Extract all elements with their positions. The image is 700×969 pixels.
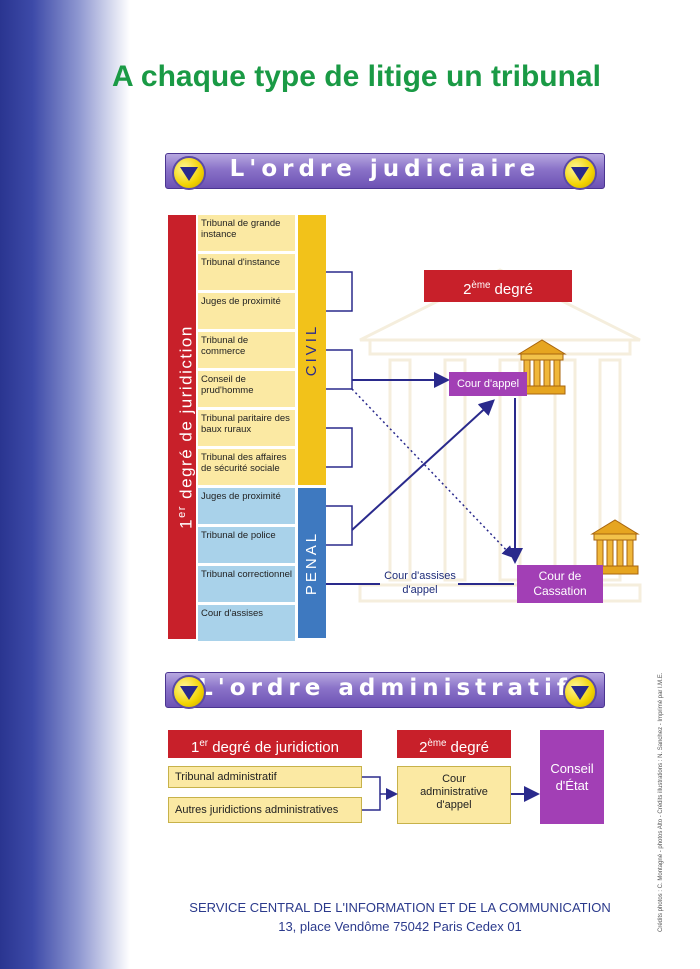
cour-cassation-box: Cour de Cassation — [517, 565, 603, 603]
court-cell-civil: Tribunal d'instance — [198, 254, 295, 290]
court-cell-penal: Tribunal correctionnel — [198, 566, 295, 602]
first-degree-bar — [168, 215, 196, 639]
down-arrow-icon — [172, 675, 206, 709]
court-cell-civil: Tribunal paritaire des baux ruraux — [198, 410, 295, 446]
page-title: A chaque type de litige un tribunal — [112, 60, 601, 93]
cour-appel-box: Cour d'appel — [449, 372, 527, 396]
courthouse-icon — [517, 339, 567, 395]
down-arrow-icon — [563, 675, 597, 709]
admin-second-degree-box: 2ème degré — [397, 730, 511, 758]
judiciaire-banner: L'ordre judiciaire — [165, 153, 605, 189]
court-cell-civil: Tribunal de commerce — [198, 332, 295, 368]
court-cell-civil: Juges de proximité — [198, 293, 295, 329]
photo-credits: Crédits photos : C. Montagné - photos Al… — [658, 672, 664, 932]
administratif-banner: L'ordre administratif — [165, 672, 605, 708]
court-cell-penal: Cour d'assises — [198, 605, 295, 641]
footer-service: SERVICE CENTRAL DE L'INFORMATION ET DE L… — [189, 900, 611, 915]
assises-appel-label: Cour d'assises d'appel — [384, 570, 456, 596]
cour-admin-appel-box: Cour administrative d'appel — [397, 766, 511, 824]
penal-bar — [298, 488, 326, 638]
second-degree-box: 2ème degré — [424, 270, 572, 302]
conseil-etat-box: Conseil d'État — [540, 730, 604, 824]
down-arrow-icon — [172, 156, 206, 190]
court-cell-civil: Tribunal de grande instance — [198, 215, 295, 251]
admin-court-cell: Tribunal administratif — [168, 766, 362, 788]
civil-bar — [298, 215, 326, 485]
court-cell-penal: Tribunal de police — [198, 527, 295, 563]
judiciaire-banner-title: L'ordre judiciaire — [229, 156, 541, 182]
down-arrow-icon — [563, 156, 597, 190]
admin-first-degree-box: 1er degré de juridiction — [168, 730, 362, 758]
administratif-banner-title: L'ordre administratif — [198, 675, 572, 701]
footer-address: 13, place Vendôme 75042 Paris Cedex 01 — [278, 919, 522, 934]
court-cell-civil: Tribunal des affaires de sécurité social… — [198, 449, 295, 485]
court-cell-penal: Juges de proximité — [198, 488, 295, 524]
blue-gradient-sidebar — [0, 0, 130, 969]
admin-court-cell: Autres juridictions administratives — [168, 797, 362, 823]
court-cell-civil: Conseil de prud'homme — [198, 371, 295, 407]
